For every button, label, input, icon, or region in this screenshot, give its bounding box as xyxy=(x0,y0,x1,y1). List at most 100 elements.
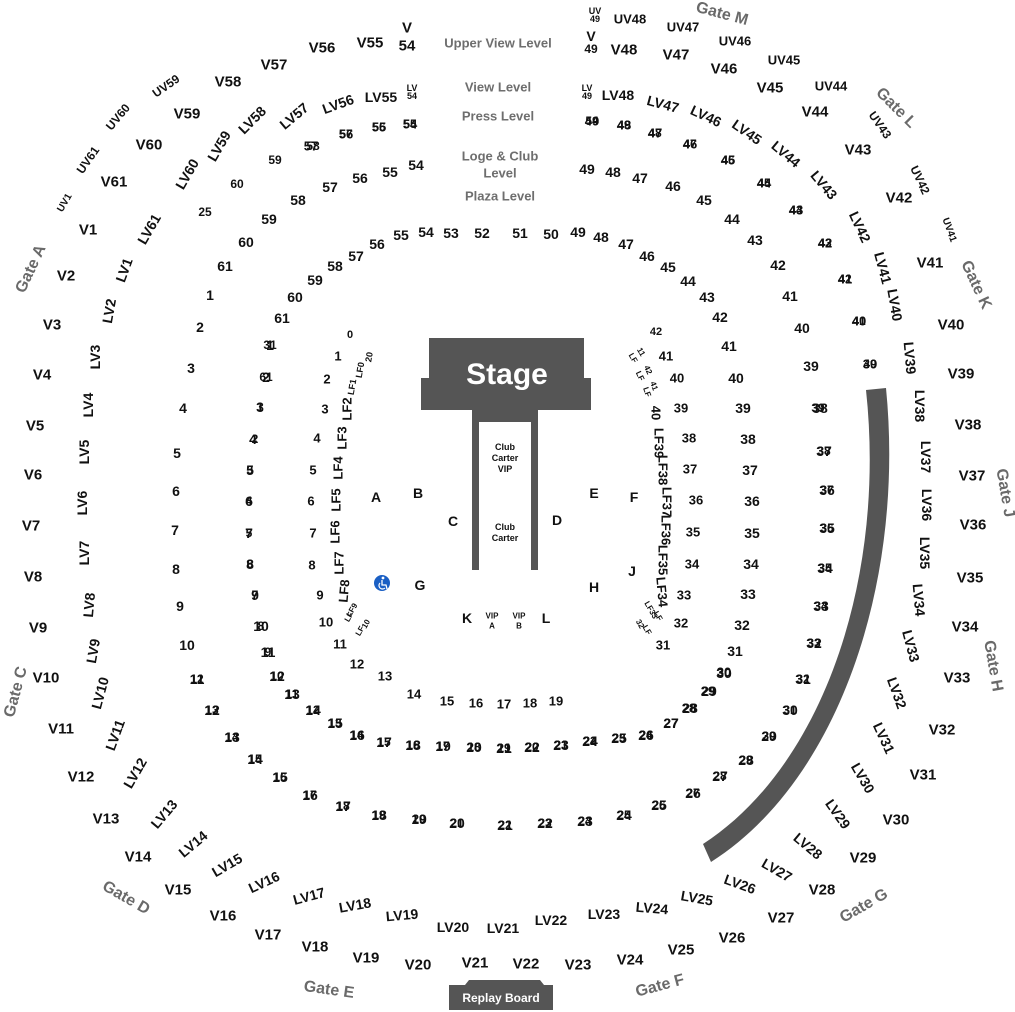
section-label[interactable]: V22 xyxy=(513,956,540,973)
section-label[interactable]: 21 xyxy=(497,741,511,756)
section-label[interactable]: 26 xyxy=(685,785,701,801)
section-label[interactable]: LF34 xyxy=(653,576,671,608)
section-label[interactable]: V40 xyxy=(938,317,965,334)
section-label[interactable]: V56 xyxy=(309,40,336,57)
section-label[interactable]: LV5 xyxy=(76,439,92,464)
section-label[interactable]: UV47 xyxy=(667,20,700,35)
section-label[interactable]: 28 xyxy=(682,700,698,716)
section-label[interactable]: V24 xyxy=(617,952,644,969)
section-label[interactable]: UV45 xyxy=(768,53,801,68)
section-label[interactable]: 39 xyxy=(863,357,877,372)
section-label[interactable]: 45 xyxy=(660,259,676,275)
section-label[interactable]: 13 xyxy=(224,729,240,745)
section-label[interactable]: V19 xyxy=(353,950,380,967)
section-label[interactable]: 8 xyxy=(172,561,180,577)
section-label[interactable]: V37 xyxy=(959,468,986,485)
section-label[interactable]: 2 xyxy=(262,369,270,385)
section-label[interactable]: 21 xyxy=(450,816,464,830)
section-label[interactable]: 21 xyxy=(496,740,512,756)
section-label[interactable]: LF36 xyxy=(659,515,674,545)
section-label[interactable]: 4 xyxy=(313,431,321,446)
section-label[interactable]: 5 xyxy=(246,462,254,478)
section-label[interactable]: 58 xyxy=(306,139,320,153)
section-label[interactable]: 13 xyxy=(205,703,219,717)
section-label[interactable]: 41 xyxy=(721,338,737,354)
section-label[interactable]: 31 xyxy=(656,638,670,653)
section-label[interactable]: V58 xyxy=(215,74,242,91)
section-label[interactable]: LV30 xyxy=(848,760,878,796)
floor-section-vip-b[interactable]: VIP xyxy=(513,612,527,621)
section-label[interactable]: 23 xyxy=(538,816,552,830)
section-label[interactable]: 5 xyxy=(173,445,181,461)
section-label[interactable]: V26 xyxy=(719,930,746,947)
section-label[interactable]: 40 xyxy=(852,314,866,329)
section-label[interactable]: V57 xyxy=(261,57,288,74)
section-label[interactable]: 43 xyxy=(789,203,803,218)
section-label[interactable]: LV xyxy=(407,83,418,93)
section-label[interactable]: LF xyxy=(354,624,367,637)
section-label[interactable]: 52 xyxy=(474,225,490,241)
section-label[interactable]: 18 xyxy=(371,807,387,823)
section-label[interactable]: 61 xyxy=(217,258,233,274)
section-label[interactable]: 20 xyxy=(449,815,465,831)
section-label[interactable]: 14 xyxy=(225,730,239,744)
section-label[interactable]: 33 xyxy=(740,586,756,602)
section-label[interactable]: 30 xyxy=(716,665,732,681)
section-label[interactable]: LV59 xyxy=(204,128,234,164)
section-label[interactable]: LV38 xyxy=(912,390,928,423)
section-label[interactable]: 24 xyxy=(578,814,592,828)
section-label[interactable]: 46 xyxy=(721,153,735,167)
section-label[interactable]: 18 xyxy=(523,696,537,711)
section-label[interactable]: 34 xyxy=(814,599,828,613)
section-label[interactable]: 3 xyxy=(321,402,328,417)
section-label[interactable]: V55 xyxy=(357,35,384,52)
section-label[interactable]: 7 xyxy=(309,526,316,541)
floor-section-vip-a[interactable]: VIP xyxy=(486,612,500,621)
section-label[interactable]: 11 xyxy=(261,644,276,660)
section-label[interactable]: LV43 xyxy=(807,167,840,202)
section-label[interactable]: LF39 xyxy=(652,428,667,458)
section-label[interactable]: 32 xyxy=(796,672,810,686)
section-label[interactable]: 22 xyxy=(524,739,540,755)
section-label[interactable]: 48 xyxy=(605,164,621,180)
section-label[interactable]: 32 xyxy=(734,617,750,633)
section-label[interactable]: LV25 xyxy=(680,887,715,908)
section-label[interactable]: 6 xyxy=(307,494,314,509)
section-label[interactable]: 12 xyxy=(269,668,285,684)
section-label[interactable]: 24 xyxy=(582,733,598,749)
section-label[interactable]: 58 xyxy=(327,258,343,274)
section-label[interactable]: 30 xyxy=(762,729,776,743)
section-label[interactable]: 57 xyxy=(339,127,353,141)
section-label[interactable]: 13 xyxy=(328,716,342,730)
stage-block[interactable] xyxy=(421,338,591,410)
section-label[interactable]: 31 xyxy=(263,338,277,352)
section-label[interactable]: LF xyxy=(343,610,356,623)
floor-section-F[interactable]: F xyxy=(630,489,639,505)
section-label[interactable]: 12 xyxy=(306,703,320,717)
section-label[interactable]: 31 xyxy=(727,643,743,659)
section-label[interactable]: V41 xyxy=(917,255,944,272)
section-label[interactable]: V36 xyxy=(960,517,987,534)
section-label[interactable]: LV32 xyxy=(884,675,910,711)
section-label[interactable]: 59 xyxy=(307,272,323,288)
section-label[interactable]: 35 xyxy=(686,525,700,540)
section-label[interactable]: 15 xyxy=(440,694,454,709)
section-label[interactable]: LV14 xyxy=(175,827,210,860)
section-label[interactable]: 33 xyxy=(807,636,821,650)
section-label[interactable]: LV55 xyxy=(365,89,398,105)
section-label[interactable]: V59 xyxy=(174,106,201,123)
section-label[interactable]: 35 xyxy=(818,561,832,575)
section-label[interactable]: 48 xyxy=(617,118,631,133)
section-label[interactable]: 8 xyxy=(246,556,254,572)
section-label[interactable]: UV41 xyxy=(940,216,959,244)
section-label[interactable]: 54 xyxy=(418,224,434,240)
section-label[interactable]: V44 xyxy=(802,104,829,121)
section-label[interactable]: UV46 xyxy=(719,34,752,49)
section-label[interactable]: V8 xyxy=(24,569,42,586)
section-label[interactable]: V xyxy=(402,20,412,37)
section-label[interactable]: V20 xyxy=(405,957,432,974)
section-label[interactable]: LV15 xyxy=(209,850,245,880)
section-label[interactable]: 60 xyxy=(230,177,244,191)
section-label[interactable]: LF37 xyxy=(660,487,675,517)
section-label[interactable]: 47 xyxy=(632,170,648,186)
